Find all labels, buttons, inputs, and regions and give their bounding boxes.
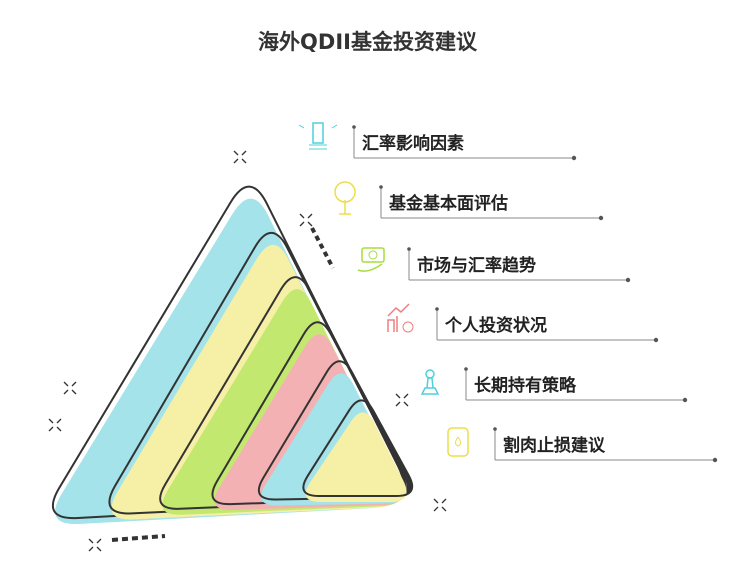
label-dot (352, 125, 356, 129)
growth-chart-icon (387, 303, 414, 333)
label-dot (464, 367, 468, 371)
dash-decoration (310, 227, 335, 269)
jar-icon (447, 427, 469, 457)
label-dot (435, 307, 439, 311)
label-end-dot (598, 215, 604, 221)
sparkle-icon (88, 538, 102, 552)
diagram-title: 海外QDII基金投资建议 (258, 30, 477, 54)
label-end-dot (625, 277, 631, 283)
chess-pawn-icon (420, 369, 440, 395)
layer-label: 割肉止损建议 (503, 436, 605, 456)
label-end-dot (571, 155, 577, 161)
pyramid-layer-outline (302, 399, 414, 497)
dash-decoration (111, 534, 166, 542)
sparkle-icon (299, 213, 313, 227)
label-end-dot (712, 457, 718, 463)
layer-label: 基金基本面评估 (389, 194, 508, 214)
pyramid-layer-outline (211, 321, 410, 506)
layer-label: 市场与汇率趋势 (417, 256, 536, 276)
pyramid-layer-outline (257, 360, 412, 501)
lighthouse-icon (298, 122, 338, 150)
label-end-dot (653, 337, 659, 343)
layer-label: 长期持有策略 (474, 376, 576, 396)
pyramid-layer-fill (305, 412, 407, 502)
label-end-dot (682, 397, 688, 403)
sparkle-icon (395, 393, 409, 407)
money-tree-icon (334, 181, 356, 215)
cash-hand-icon (357, 247, 385, 272)
label-dot (407, 247, 411, 251)
sparkle-icon (48, 418, 62, 432)
label-dot (493, 427, 497, 431)
sparkle-icon (433, 498, 447, 512)
layer-label: 汇率影响因素 (362, 134, 464, 154)
sparkle-icon (63, 381, 77, 395)
layer-label: 个人投资状况 (445, 316, 547, 336)
label-dot (379, 185, 383, 189)
pyramid-layer-outline (159, 276, 409, 510)
sparkle-icon (233, 150, 247, 164)
